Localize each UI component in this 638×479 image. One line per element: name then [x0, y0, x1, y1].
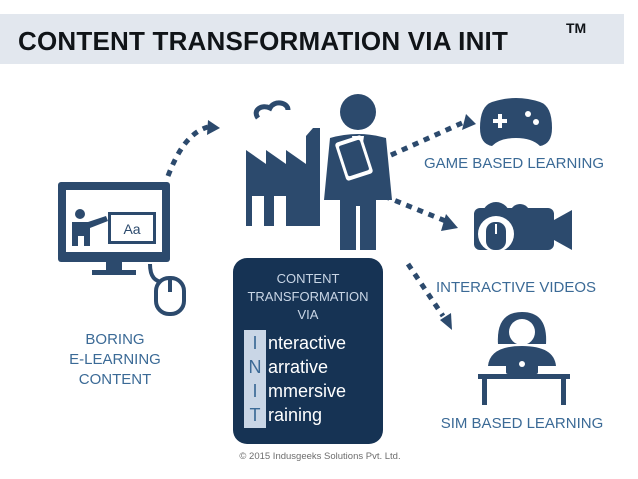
boring-label-line: BORING [85, 331, 145, 348]
acronym-word: raining [268, 405, 323, 425]
panel-heading-line: TRANSFORMATION [247, 289, 369, 304]
arrow-to-sim [405, 262, 446, 318]
acronym-word: mmersive [268, 381, 347, 401]
boring-label-line: E-LEARNING [69, 351, 161, 368]
copyright-notice: © 2015 Indusgeeks Solutions Pvt. Ltd. [239, 451, 401, 462]
trademark-mark: TM [566, 20, 587, 36]
acronym-word: nteractive [268, 333, 347, 353]
acronym-letter: N [248, 357, 262, 377]
acronym-word: arrative [268, 357, 329, 377]
init-panel-heading: CONTENT TRANSFORMATION VIA [233, 270, 383, 324]
person-at-laptop-icon [478, 312, 570, 405]
arrowhead-factory [207, 120, 220, 135]
arrow-boring-to-factory [165, 124, 209, 177]
mouse-icon [148, 263, 186, 316]
businessman-with-tablet-icon [324, 94, 392, 250]
gamepad-icon [480, 98, 552, 146]
arrowhead-sim [440, 313, 452, 330]
sim-based-learning-label: SIM BASED LEARNING [440, 415, 604, 432]
arrow-to-videos [383, 193, 449, 225]
panel-heading-line: CONTENT [276, 271, 340, 286]
computer-screen-icon [58, 182, 170, 275]
arrowhead-videos [441, 214, 458, 231]
video-camera-icon [474, 202, 572, 252]
acronym-letter: I [252, 333, 258, 353]
acronym-letter: T [249, 405, 261, 425]
init-letter-column [244, 330, 266, 428]
title-bar [0, 14, 624, 64]
acronym-letter: I [252, 381, 258, 401]
arrow-to-game [378, 120, 464, 163]
panel-heading-line: VIA [297, 307, 319, 322]
boring-label-line: CONTENT [78, 371, 152, 388]
game-based-learning-label: GAME BASED LEARNING [423, 155, 605, 172]
factory-icon [246, 100, 320, 226]
arrowhead-game [462, 114, 476, 130]
interactive-videos-label: INTERACTIVE VIDEOS [435, 279, 597, 296]
monitor-board-text: Aa [123, 221, 140, 237]
boring-content-label: BORING E-LEARNING CONTENT [60, 330, 170, 390]
page-title: CONTENT TRANSFORMATION VIA INIT [18, 26, 509, 56]
